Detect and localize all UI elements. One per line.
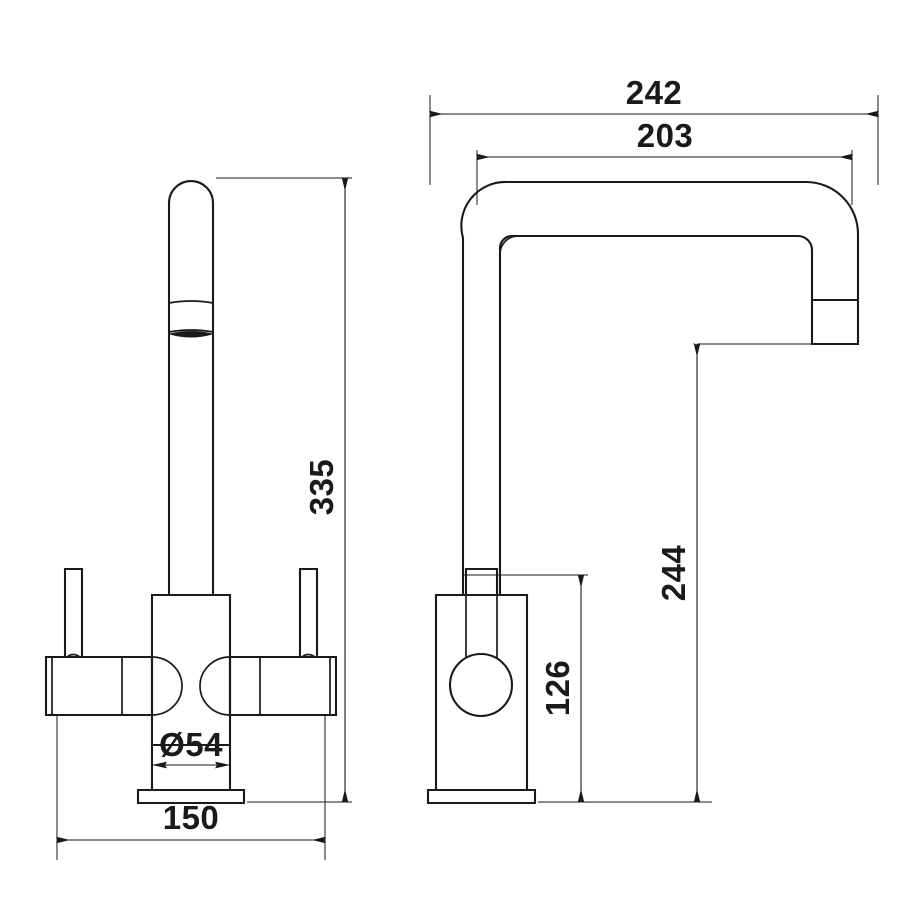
front-base-plate: [136, 788, 246, 805]
dim-arrow-54-right: [215, 761, 230, 769]
front-view: [44, 179, 338, 805]
front-spout-aerator-band: [168, 331, 214, 338]
front-spout-collar-upper: [168, 300, 214, 304]
front-spout-column: [167, 179, 215, 597]
side-handle-hub-circle: [448, 652, 514, 718]
dim-label-150: 150: [163, 799, 220, 836]
front-view-dimensions: 335 150 Ø54: [56, 177, 352, 860]
side-spout-outer: [460, 180, 860, 597]
dim-arrow-54-left: [152, 761, 167, 769]
side-view: [426, 180, 860, 805]
front-right-handle-inner-arc: [199, 656, 231, 716]
front-left-handle-inner-arc: [151, 656, 183, 716]
front-right-lever-tip: [301, 653, 316, 658]
dim-label-242: 242: [626, 74, 683, 111]
side-lever-stem: [464, 567, 499, 595]
front-spout-collar-lower: [168, 329, 214, 333]
dim-label-203: 203: [637, 117, 694, 154]
side-spout-inner-bend: [499, 235, 519, 290]
dim-label-126: 126: [539, 660, 576, 717]
dim-label-335: 335: [303, 459, 340, 516]
front-right-lever: [298, 567, 319, 657]
front-left-lever-tip: [66, 653, 81, 658]
dim-label-54: Ø54: [159, 726, 223, 763]
side-base-plate: [426, 788, 537, 805]
side-view-dimensions: 242 203 244 126: [429, 74, 879, 803]
dim-label-244: 244: [655, 545, 692, 602]
front-left-lever: [63, 567, 84, 657]
